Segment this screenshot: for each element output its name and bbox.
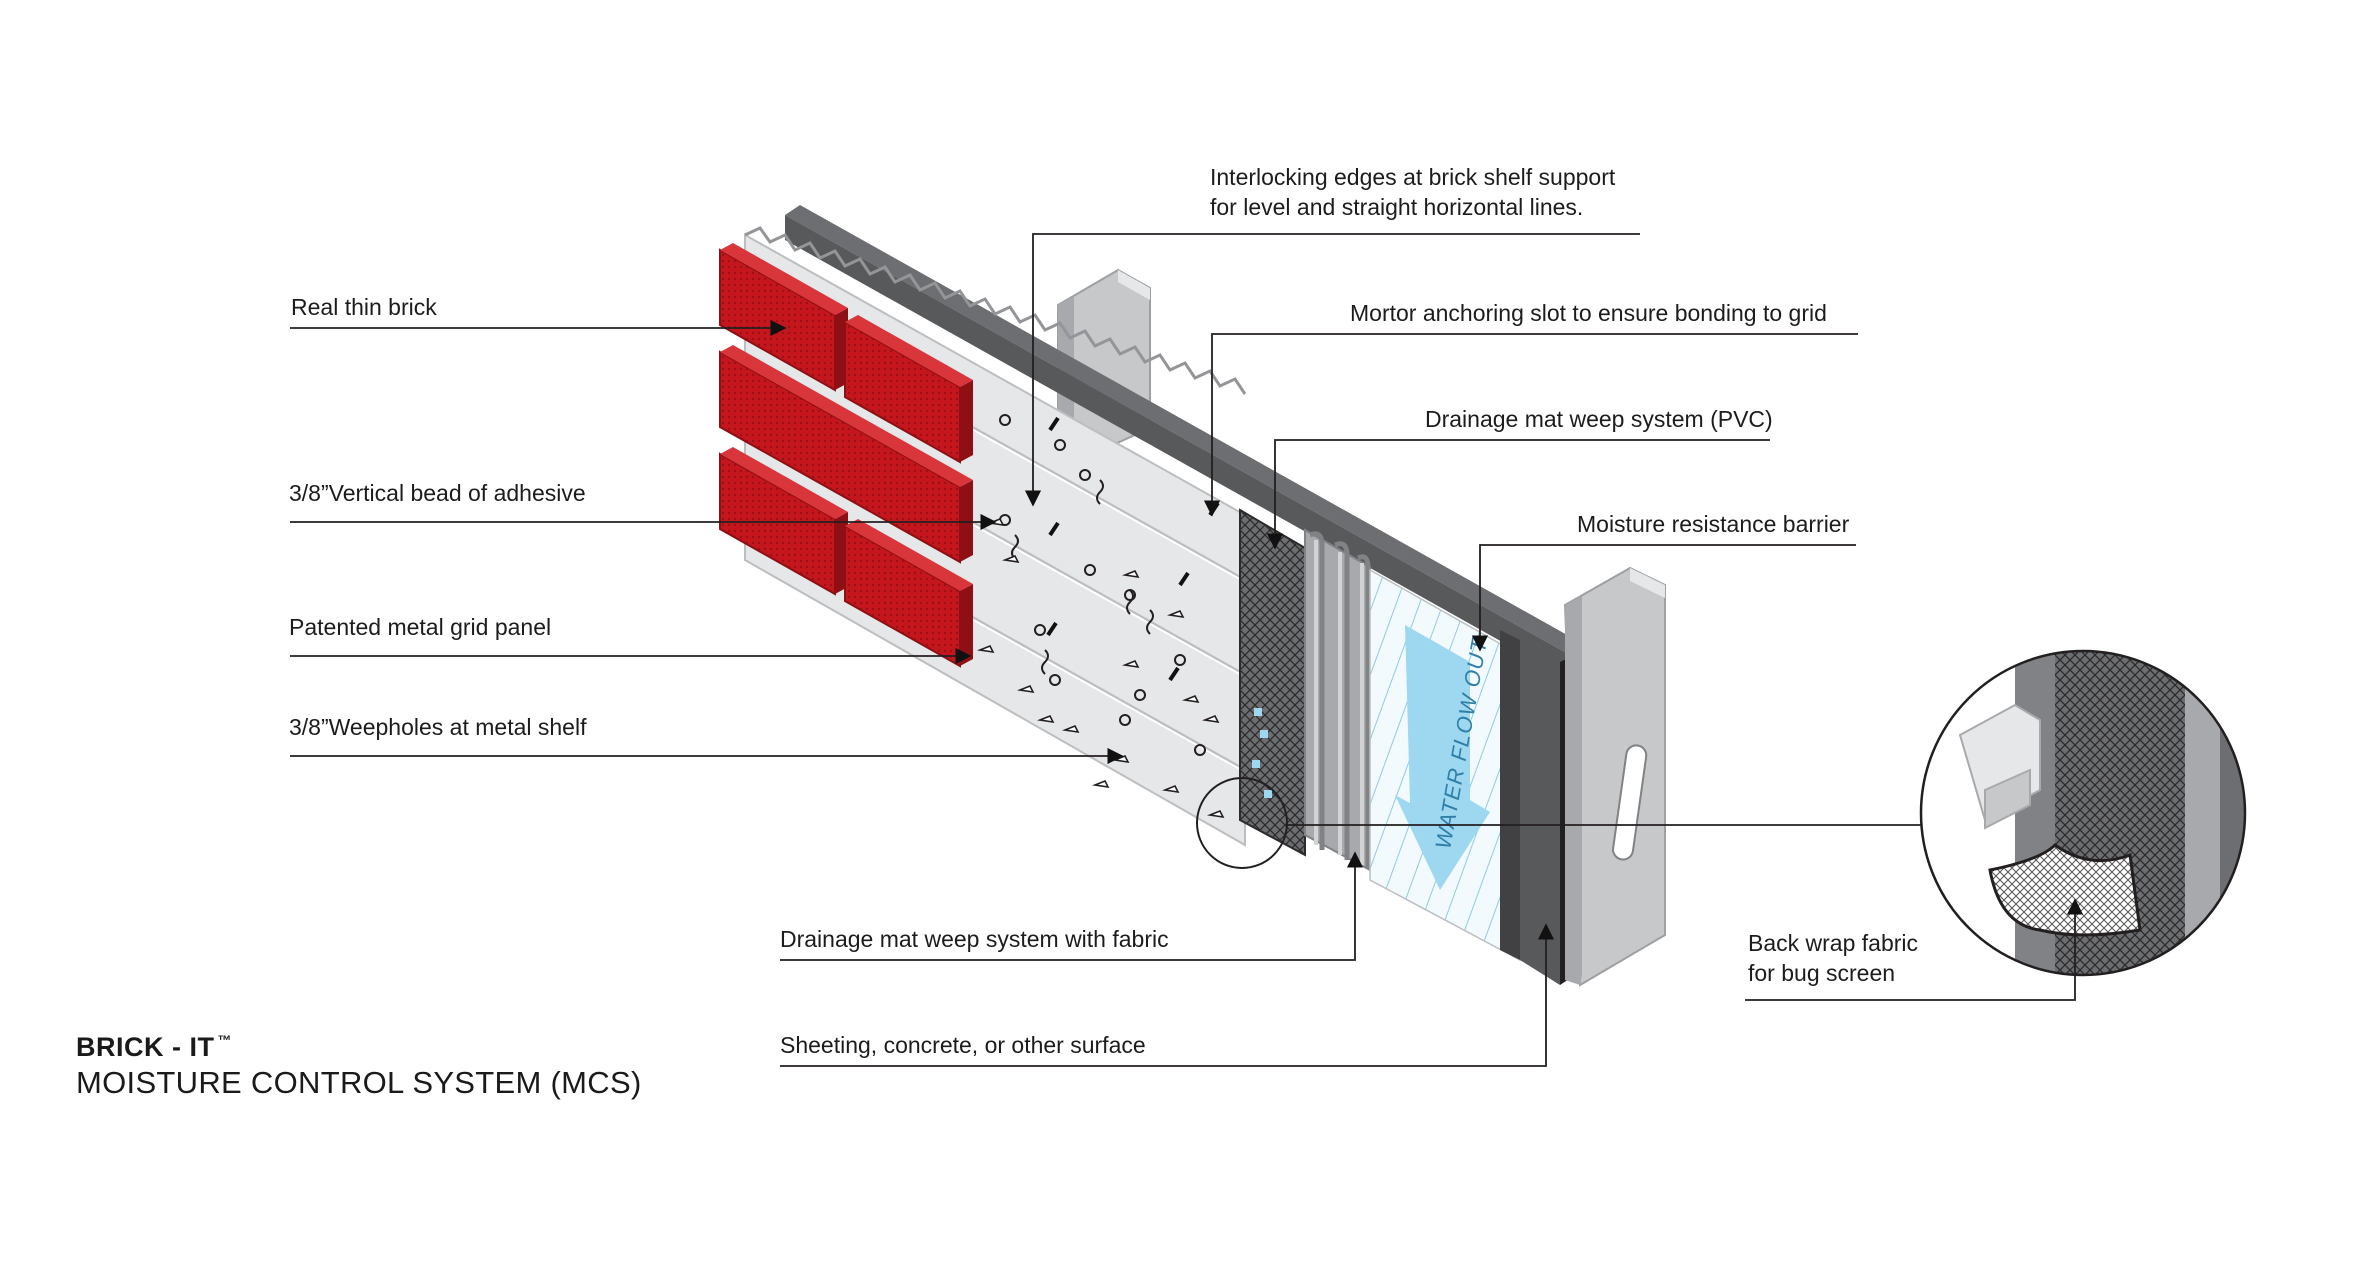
label-real-thin-brick: Real thin brick (291, 294, 437, 320)
label-drainage-fabric: Drainage mat weep system with fabric (780, 926, 1169, 952)
label-sheeting: Sheeting, concrete, or other surface (780, 1032, 1146, 1058)
trademark-mark: ™ (217, 1032, 232, 1048)
system-subtitle: MOISTURE CONTROL SYSTEM (MCS) (76, 1065, 642, 1100)
drainage-mat (1239, 508, 1306, 857)
thin-bricks (719, 243, 973, 668)
detail-magnifier-large (1919, 649, 2247, 977)
steel-stud-front (1563, 566, 1666, 987)
detail-magnifier-small (1196, 777, 1288, 869)
top-shelf-cap (785, 205, 1585, 680)
label-drainage-pvc: Drainage mat weep system (PVC) (1425, 406, 1773, 432)
label-weepholes: 3/8”Weepholes at metal shelf (289, 714, 587, 740)
label-mortar-slot: Mortor anchoring slot to ensure bonding … (1350, 300, 1827, 326)
leader-lines (290, 233, 2084, 1067)
moisture-barrier: WATER FLOW OUT (1369, 568, 1521, 962)
pvc-drainage-board (1304, 528, 1371, 872)
label-moisture-barrier: Moisture resistance barrier (1577, 511, 1850, 537)
sheeting-surface (1500, 630, 1575, 985)
label-back-wrap: Back wrap fabric for bug screen (1748, 930, 1919, 986)
label-interlocking-edges: Interlocking edges at brick shelf suppor… (1210, 164, 1616, 220)
label-vertical-bead: 3/8”Vertical bead of adhesive (289, 480, 586, 506)
label-metal-grid-panel: Patented metal grid panel (289, 614, 552, 640)
